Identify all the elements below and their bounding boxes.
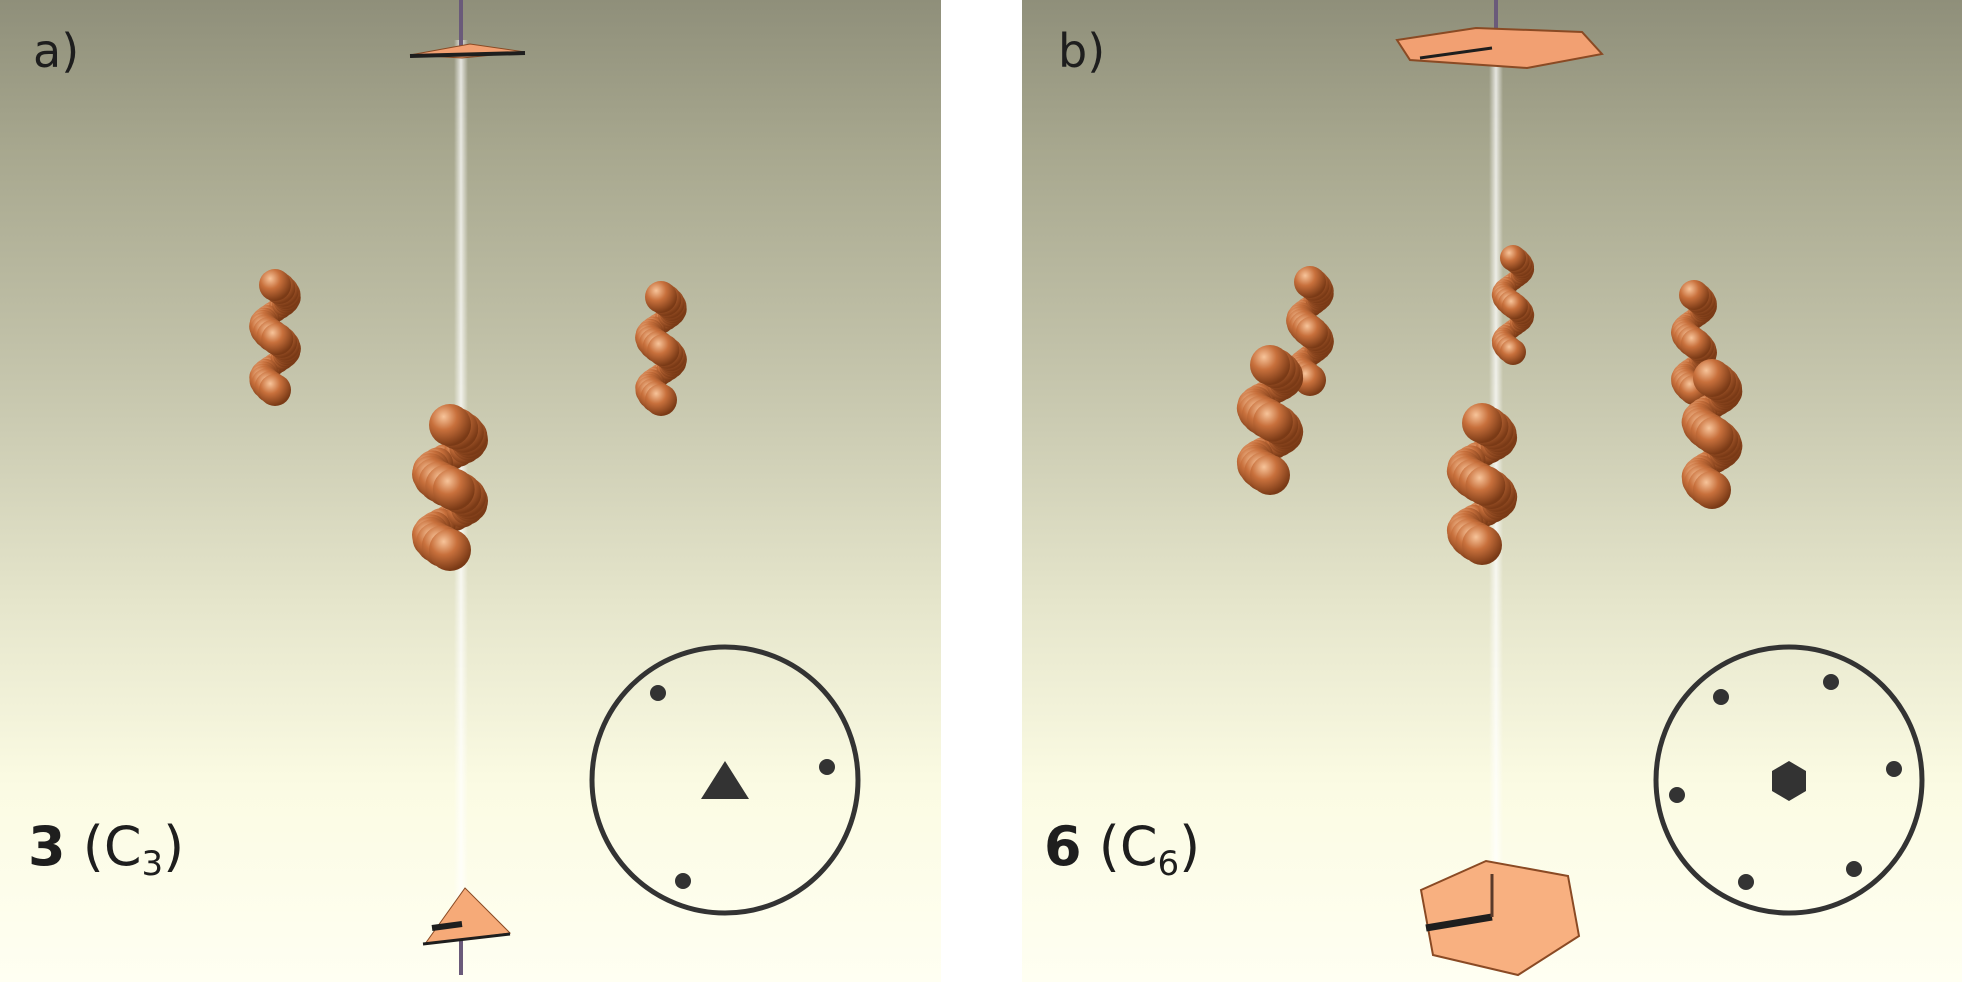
helix bbox=[1236, 345, 1304, 495]
helix bbox=[1671, 280, 1717, 405]
top-hexagon-plate bbox=[1395, 26, 1604, 70]
inset-dot bbox=[1823, 674, 1839, 690]
bottom-hexagon-plate bbox=[1419, 859, 1581, 977]
helix bbox=[1491, 245, 1535, 365]
helix-bead bbox=[647, 334, 680, 367]
helix-bead bbox=[1680, 328, 1711, 359]
inset-dot bbox=[819, 759, 835, 775]
helix-bead bbox=[259, 269, 291, 301]
point-group-letter: C bbox=[1119, 815, 1158, 878]
panel-label: a) bbox=[33, 24, 80, 78]
helix-bead bbox=[259, 374, 291, 406]
inset-circle bbox=[589, 644, 861, 916]
helix-bead bbox=[1679, 280, 1709, 310]
inset-dot bbox=[1669, 787, 1685, 803]
helix bbox=[412, 404, 488, 571]
helix-bead bbox=[1465, 465, 1506, 506]
helix-bead bbox=[1695, 416, 1734, 455]
helix-bead bbox=[1250, 455, 1290, 495]
helix-bead bbox=[1501, 293, 1528, 320]
compound-number: 3 bbox=[28, 815, 66, 878]
panel-label: b) bbox=[1058, 24, 1106, 78]
inset-circle bbox=[1653, 644, 1925, 916]
helix-bead bbox=[1500, 245, 1526, 271]
helix-bead bbox=[1462, 525, 1502, 565]
inset-dot bbox=[1713, 689, 1729, 705]
symmetry-axis bbox=[1489, 55, 1503, 875]
point-group-letter: C bbox=[103, 815, 142, 878]
helix-bead bbox=[1693, 359, 1731, 397]
symmetry-inset bbox=[1653, 644, 1925, 916]
inset-dot bbox=[675, 873, 691, 889]
helix bbox=[1681, 359, 1743, 509]
point-group-index: 6 bbox=[1157, 844, 1180, 884]
panel-title: 3 (C3) bbox=[28, 815, 185, 884]
bottom-triangle-plate bbox=[422, 887, 512, 946]
triangle-icon bbox=[701, 761, 749, 799]
panel-title: 6 (C6) bbox=[1044, 815, 1201, 884]
top-triangle-plate bbox=[409, 43, 526, 59]
helix-bead bbox=[1500, 339, 1526, 365]
helix-bead bbox=[429, 529, 471, 571]
helix bbox=[635, 281, 687, 416]
helix-bead bbox=[1295, 316, 1328, 349]
inset-dot bbox=[650, 685, 666, 701]
helix bbox=[1446, 403, 1518, 565]
inset-dot bbox=[1846, 861, 1862, 877]
compound-number: 6 bbox=[1044, 815, 1082, 878]
helix-bead bbox=[1250, 345, 1290, 385]
helix-bead bbox=[261, 323, 294, 356]
helix-bead bbox=[1693, 471, 1731, 509]
symmetry-inset bbox=[589, 644, 861, 916]
point-group-index: 3 bbox=[141, 844, 164, 884]
panel-b: b) 6 (C6) bbox=[1022, 0, 1962, 982]
helix-bead bbox=[645, 281, 677, 313]
panel-b-illustration bbox=[1236, 0, 1925, 977]
helix-bead bbox=[645, 384, 677, 416]
helix-bead bbox=[1253, 401, 1293, 442]
hexagon-icon bbox=[1772, 761, 1806, 801]
helix-bead bbox=[1462, 403, 1502, 443]
inset-dot bbox=[1886, 761, 1902, 777]
panel-a-illustration bbox=[249, 0, 861, 975]
helix-bead bbox=[432, 468, 475, 511]
inset-dot bbox=[1738, 874, 1754, 890]
panel-a: a) 3 (C3) bbox=[0, 0, 941, 982]
helix bbox=[1286, 266, 1334, 396]
helix bbox=[249, 269, 301, 406]
helix-bead bbox=[1294, 266, 1326, 298]
helix-bead bbox=[429, 404, 471, 446]
